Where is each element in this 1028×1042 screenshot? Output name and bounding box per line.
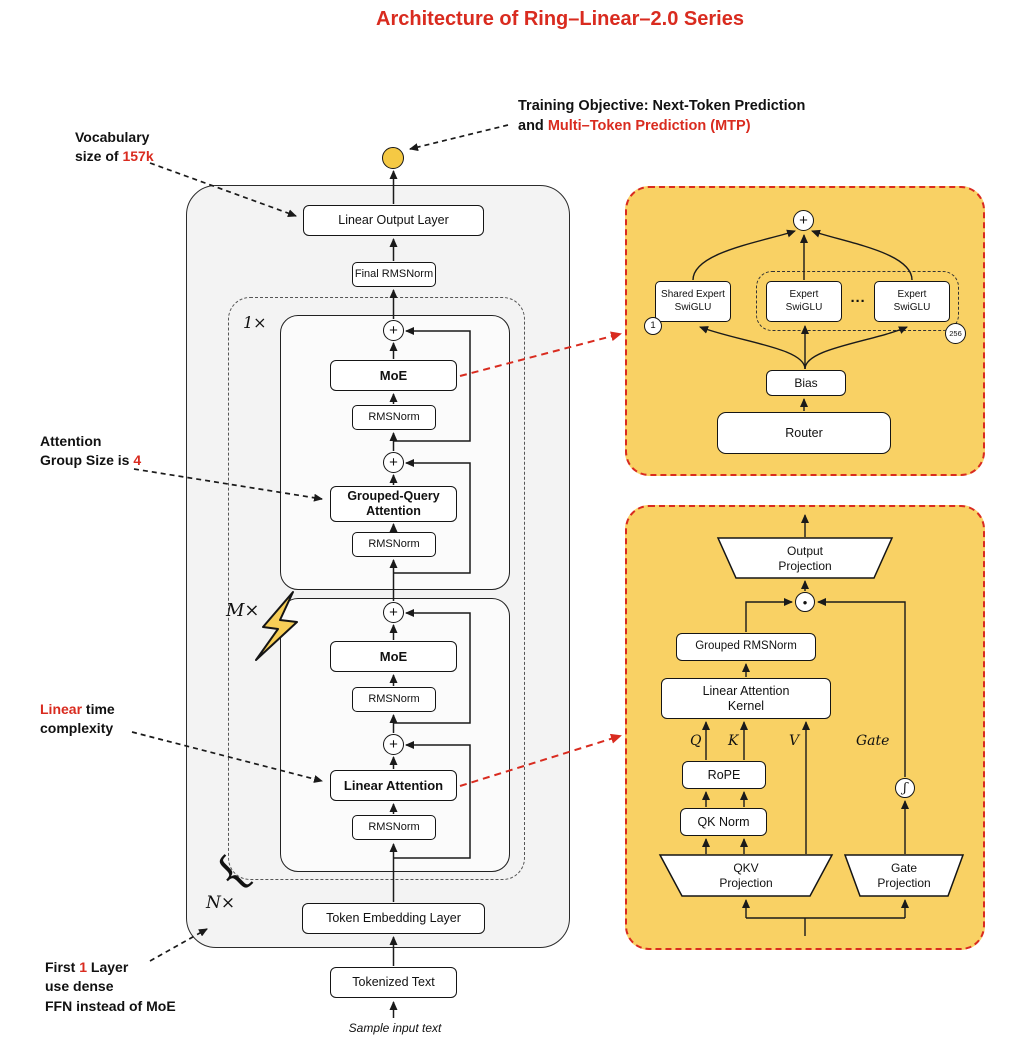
diagram-title: Architecture of Ring–Linear–2.0 Series bbox=[376, 8, 744, 30]
rmsnorm-box: RMSNorm bbox=[352, 405, 436, 430]
gate-projection-shape bbox=[843, 854, 965, 897]
rmsnorm-box: RMSNorm bbox=[352, 532, 436, 557]
repeat-m-label: M× bbox=[226, 600, 260, 621]
router-box: Router bbox=[717, 412, 891, 454]
expert-box: Expert SwiGLU bbox=[874, 281, 950, 322]
q-label: Q bbox=[690, 733, 702, 749]
routed-experts-group bbox=[756, 271, 959, 331]
expert-box: Expert SwiGLU bbox=[766, 281, 842, 322]
vocab-size-note: Vocabulary size of 157k bbox=[75, 129, 154, 165]
rmsnorm-box: RMSNorm bbox=[352, 687, 436, 712]
qk-norm-box: QK Norm bbox=[680, 808, 767, 836]
v-label: V bbox=[789, 733, 800, 749]
expert-index-first: 1 bbox=[644, 317, 662, 335]
training-note-line2: and Multi–Token Prediction (MTP) bbox=[518, 118, 751, 134]
shared-expert-box: Shared Expert SwiGLU bbox=[655, 281, 731, 322]
gate-projection-label: Gate Projection bbox=[877, 861, 931, 890]
output-projection-shape bbox=[716, 537, 894, 579]
sample-input-caption: Sample input text bbox=[348, 1021, 442, 1035]
add-icon: + bbox=[383, 320, 404, 341]
moe-box: MoE bbox=[330, 641, 457, 672]
moe-box: MoE bbox=[330, 360, 457, 391]
tokenized-text-box: Tokenized Text bbox=[330, 967, 457, 998]
expert-index-last: 256 bbox=[945, 323, 966, 344]
qkv-projection-shape bbox=[658, 854, 834, 897]
experts-ellipsis: ··· bbox=[850, 293, 866, 310]
dense-ffn-note: First 1 Layer use dense FFN instead of M… bbox=[45, 959, 176, 1014]
training-note-line1: Training Objective: Next-Token Predictio… bbox=[518, 98, 806, 114]
linear-attention-kernel-box: Linear Attention Kernel bbox=[661, 678, 831, 719]
grouped-rmsnorm-box: Grouped RMSNorm bbox=[676, 633, 816, 661]
lightning-icon bbox=[255, 591, 298, 661]
linear-attention-box: Linear Attention bbox=[330, 770, 457, 801]
output-projection-label: Output Projection bbox=[778, 544, 832, 573]
qkv-projection-label: QKV Projection bbox=[719, 861, 773, 890]
add-icon: + bbox=[383, 452, 404, 473]
rmsnorm-box: RMSNorm bbox=[352, 815, 436, 840]
bias-box: Bias bbox=[766, 370, 846, 396]
add-icon: + bbox=[793, 210, 814, 231]
k-label: K bbox=[728, 733, 739, 749]
rope-box: RoPE bbox=[682, 761, 766, 789]
repeat-one-label: 1× bbox=[243, 313, 267, 332]
token-embedding-box: Token Embedding Layer bbox=[302, 903, 485, 934]
add-icon: + bbox=[383, 734, 404, 755]
repeated-layers-group bbox=[228, 297, 525, 880]
group-size-note: Attention Group Size is 4 bbox=[40, 433, 142, 469]
final-rmsnorm-box: Final RMSNorm bbox=[352, 262, 436, 287]
output-token-node bbox=[382, 147, 404, 169]
dot-product-icon: • bbox=[795, 592, 815, 612]
training-objective-note: Training Objective: Next-Token Predictio… bbox=[518, 96, 858, 136]
repeat-n-label: N× bbox=[206, 893, 236, 913]
add-icon: + bbox=[383, 602, 404, 623]
linear-time-note: Linear time complexity bbox=[40, 701, 115, 737]
linear-output-layer-box: Linear Output Layer bbox=[303, 205, 484, 236]
sigmoid-icon: ʃ bbox=[895, 778, 915, 798]
grouped-query-attention-box: Grouped-Query Attention bbox=[330, 486, 457, 522]
gate-label: Gate bbox=[856, 733, 890, 749]
